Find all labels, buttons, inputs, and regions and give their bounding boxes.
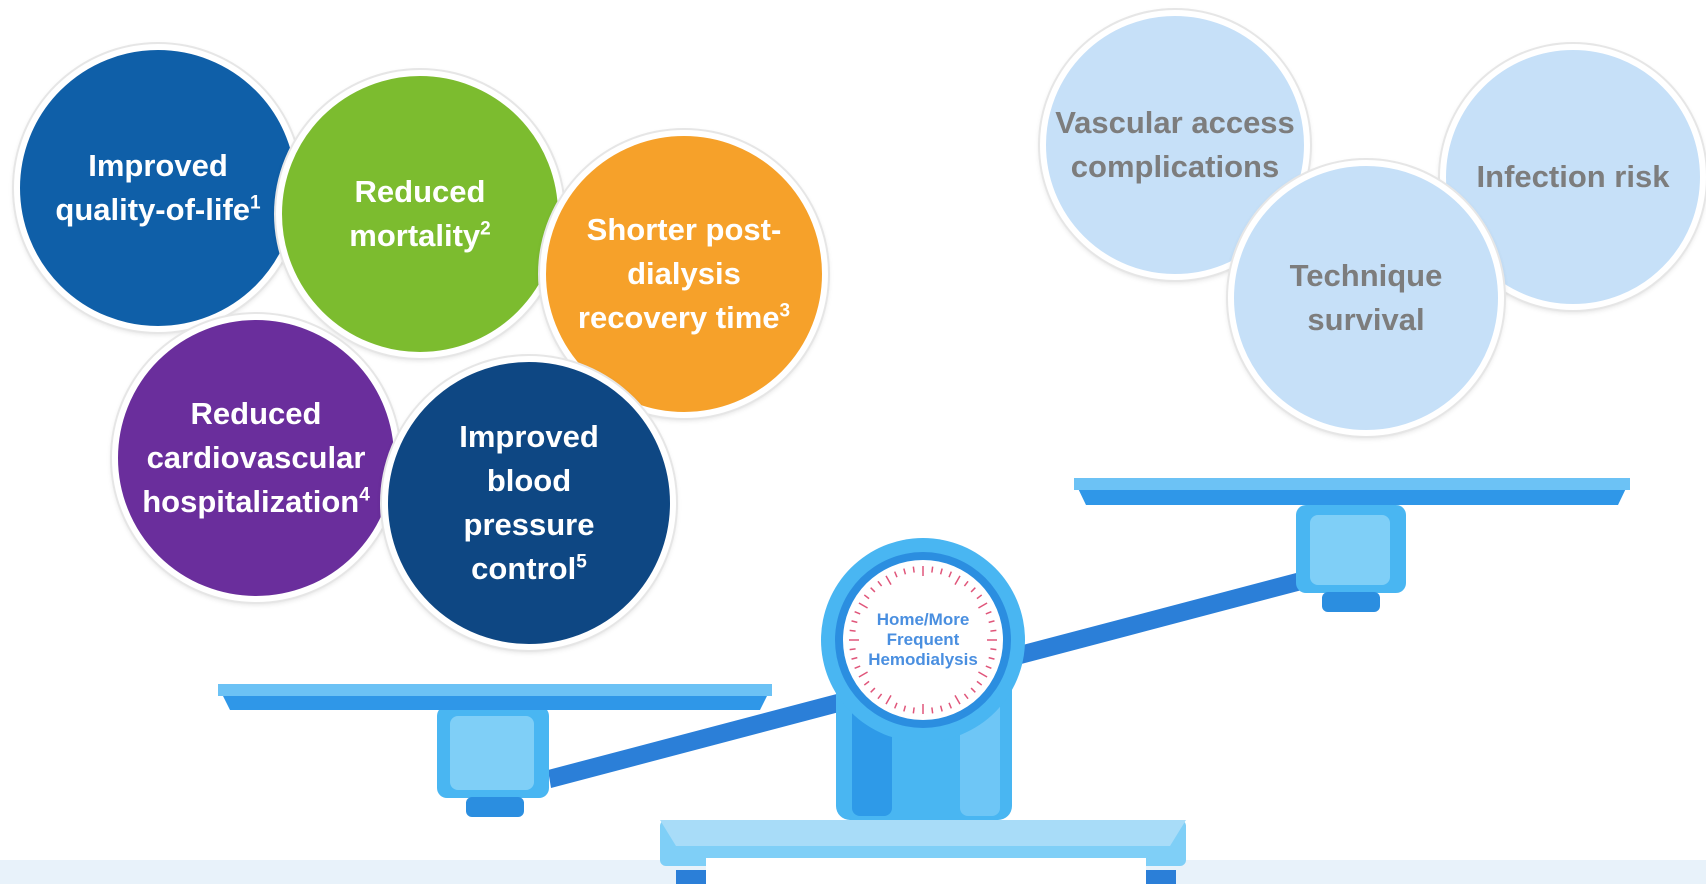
dial-tick <box>893 571 898 578</box>
benefit-line: dialysis <box>627 256 741 291</box>
dial-tick <box>948 702 953 709</box>
risk-line: Technique <box>1289 258 1443 293</box>
dial-tick <box>893 702 898 709</box>
dial-tick <box>858 602 868 609</box>
dial-tick <box>948 571 953 578</box>
dial-tick <box>854 610 861 615</box>
risk-line: survival <box>1307 302 1425 337</box>
dial-tick <box>976 594 983 600</box>
dial-tick <box>970 587 976 593</box>
dial-tick <box>863 680 870 686</box>
dial-tick <box>976 680 983 686</box>
dial-tick <box>978 602 988 609</box>
dial-tick <box>870 687 876 693</box>
dial-tick <box>854 665 861 670</box>
dial-tick <box>963 693 969 700</box>
dial-tick <box>985 665 992 670</box>
dial-tick <box>990 629 997 632</box>
benefit-line: control <box>471 551 577 586</box>
dial-tick <box>885 695 892 705</box>
benefit-line: mortality <box>349 218 481 253</box>
risk-infection: Infection risk <box>1440 44 1706 310</box>
dial-tick <box>931 566 934 573</box>
dial-tick <box>870 587 876 593</box>
citation: 1 <box>250 192 261 214</box>
benefit-quality-of-life: Improved quality-of-life1 <box>14 44 302 332</box>
dial-label-3: Hemodialysis <box>868 650 978 669</box>
benefit-cv-hospitalization: Reduced cardiovascular hospitalization4 <box>112 314 400 602</box>
risk-technique-survival: Technique survival <box>1228 160 1504 436</box>
dial-tick <box>954 575 961 585</box>
benefit-line: recovery time <box>577 300 780 335</box>
benefit-line: cardiovascular <box>146 440 366 475</box>
risk-vascular-access: Vascular access complications <box>1040 10 1310 280</box>
dial-tick <box>858 671 868 678</box>
dial-tick <box>851 620 858 624</box>
dial-tick <box>903 705 907 712</box>
risk-line: Vascular access <box>1055 105 1295 140</box>
dial-tick <box>877 580 883 587</box>
benefit-line: Improved <box>88 148 228 183</box>
dial-tick <box>939 568 943 575</box>
dial-label-1: Home/More <box>877 610 970 629</box>
dial-tick <box>877 693 883 700</box>
benefit-line: pressure <box>463 507 595 542</box>
risk-line: Infection risk <box>1476 159 1670 194</box>
dial-tick <box>954 695 961 705</box>
benefit-line: Improved <box>459 419 599 454</box>
benefit-line: quality-of-life <box>55 192 251 227</box>
dial-tick <box>978 671 988 678</box>
dial-tick <box>988 656 995 660</box>
benefit-line: blood <box>486 463 572 498</box>
benefit-blood-pressure: Improved blood pressure control5 <box>382 356 676 650</box>
dial-tick <box>963 580 969 587</box>
dial-tick <box>931 707 934 714</box>
benefit-line: Reduced <box>354 174 486 209</box>
citation: 3 <box>779 300 791 322</box>
dial-tick <box>863 594 870 600</box>
dial-tick <box>985 610 992 615</box>
benefit-mortality: Reduced mortality2 <box>276 70 564 358</box>
dial-tick <box>988 620 995 624</box>
dial-tick <box>939 705 943 712</box>
dial-tick <box>885 575 892 585</box>
dial-tick <box>849 629 856 632</box>
dial-tick <box>851 656 858 660</box>
dial-label-2: Frequent <box>887 630 960 649</box>
citation: 5 <box>576 551 587 573</box>
risk-line: complications <box>1070 149 1280 184</box>
dial-ticks <box>849 566 997 714</box>
benefit-line: Reduced <box>190 396 322 431</box>
benefit-line: hospitalization <box>142 484 360 519</box>
dial-tick <box>849 648 856 651</box>
benefit-line: Shorter post- <box>586 212 782 247</box>
dial-tick <box>990 648 997 651</box>
citation: 2 <box>480 218 491 240</box>
dial-tick <box>912 566 915 573</box>
dial-tick <box>903 568 907 575</box>
dial-tick <box>970 687 976 693</box>
citation: 4 <box>359 484 370 506</box>
dial-tick <box>912 707 915 714</box>
